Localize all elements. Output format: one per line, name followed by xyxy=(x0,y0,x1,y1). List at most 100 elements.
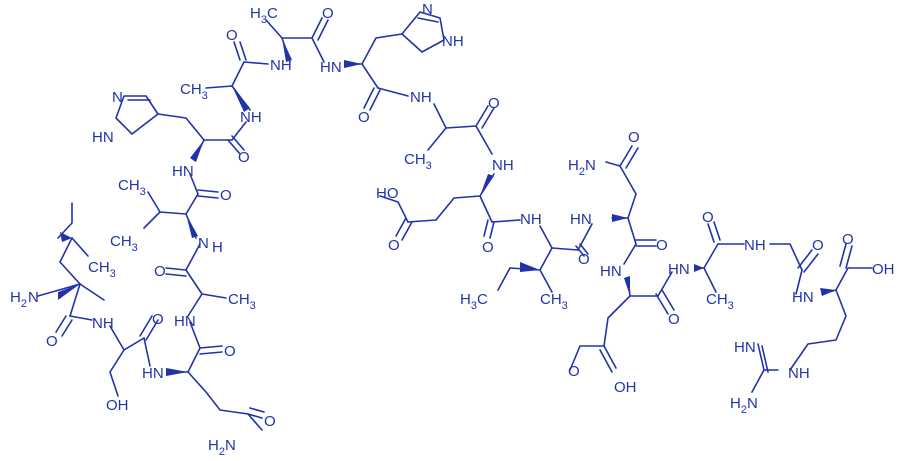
atom-label: HN xyxy=(174,313,196,330)
bond xyxy=(187,347,201,373)
bond xyxy=(377,87,409,97)
bond xyxy=(695,267,717,293)
bond xyxy=(185,193,199,215)
atom-label: CH3 xyxy=(228,291,256,312)
bond xyxy=(475,105,495,129)
bond xyxy=(569,277,631,371)
bond xyxy=(497,267,511,291)
atom-label: O xyxy=(322,5,334,22)
bond xyxy=(619,145,639,169)
bond xyxy=(79,283,105,301)
bond xyxy=(761,345,769,373)
bond xyxy=(839,243,853,269)
bond xyxy=(635,239,657,247)
atom-label: H2 xyxy=(10,289,27,310)
bond xyxy=(345,33,403,65)
bond xyxy=(795,269,803,295)
bond xyxy=(59,237,73,263)
bond xyxy=(69,315,93,321)
bond xyxy=(445,125,477,129)
bond xyxy=(185,269,203,295)
bond xyxy=(789,289,847,371)
bond xyxy=(71,237,89,257)
atom-label: NH xyxy=(92,315,114,332)
bond xyxy=(165,267,187,277)
atom-label: CH3 xyxy=(118,177,146,198)
atom-label: O xyxy=(358,109,370,126)
bond xyxy=(703,243,719,269)
bond xyxy=(57,202,73,239)
atom-label: OH xyxy=(614,379,637,396)
atom-label: H2N xyxy=(730,395,758,416)
bond xyxy=(479,195,493,223)
bond xyxy=(769,243,803,271)
bond xyxy=(575,243,589,257)
bond xyxy=(751,369,765,393)
atom-label: HN xyxy=(668,261,690,278)
bond xyxy=(427,103,447,151)
atom-label: CH3 xyxy=(540,291,568,312)
atom-label: HN xyxy=(600,263,622,280)
atom-label: CH3 xyxy=(404,151,432,172)
bond xyxy=(115,95,159,135)
bond xyxy=(361,63,379,89)
bond xyxy=(491,219,521,223)
bond xyxy=(657,271,673,297)
bond xyxy=(143,191,161,229)
wedge-bond xyxy=(186,214,198,238)
atom-label: CH3 xyxy=(180,81,208,102)
bond xyxy=(539,269,553,293)
atom-label: NH xyxy=(240,109,262,126)
atom-label: O xyxy=(668,311,680,328)
atom-label: O xyxy=(628,129,640,146)
atom-label: O xyxy=(224,343,236,360)
atom-label: N xyxy=(112,89,123,106)
bond xyxy=(199,345,223,355)
atom-label: H3C xyxy=(250,5,278,26)
atom-label: HN xyxy=(92,129,114,146)
bond xyxy=(509,225,553,271)
atom-label: O xyxy=(388,237,400,254)
atom-label: O xyxy=(842,231,854,248)
atom-label: O xyxy=(702,209,714,226)
bond xyxy=(623,243,637,265)
wedge-bond xyxy=(520,262,540,272)
bond xyxy=(231,61,245,87)
atom-label: O xyxy=(154,263,166,280)
bond xyxy=(55,315,73,337)
atom-label: O xyxy=(656,237,668,254)
bond xyxy=(311,37,325,63)
bond xyxy=(37,283,81,297)
atom-label: N xyxy=(198,235,209,252)
bond xyxy=(551,247,579,251)
atom-label: O xyxy=(488,95,500,112)
wedge-bond xyxy=(282,38,292,62)
atom-label: NH xyxy=(492,157,514,174)
atom-label: H3C xyxy=(460,291,488,312)
bond xyxy=(189,321,201,349)
atom-label: CH3 xyxy=(110,233,138,254)
bond xyxy=(483,219,495,239)
bond xyxy=(185,243,201,271)
bond xyxy=(233,41,247,61)
bond xyxy=(797,249,819,273)
wedge-bond xyxy=(694,264,704,272)
atom-label: H xyxy=(212,239,223,256)
atom-label: O xyxy=(264,413,276,430)
bond xyxy=(599,345,617,373)
wedge-bond xyxy=(190,140,204,162)
atom-label: H2N xyxy=(208,437,236,458)
bond xyxy=(417,17,439,23)
atom-label: NH xyxy=(744,237,766,254)
bond xyxy=(757,343,779,371)
atom-label: N xyxy=(422,1,433,18)
atom-labels: N H2 CH3 O NH O OH HN O O H2N HN CH3 O N… xyxy=(10,1,895,458)
bond xyxy=(311,17,329,41)
bond xyxy=(197,189,219,199)
bond xyxy=(475,125,493,155)
bond xyxy=(167,371,263,431)
bond xyxy=(363,87,381,111)
atom-label: O xyxy=(226,27,238,44)
atom-label: O xyxy=(46,333,58,350)
